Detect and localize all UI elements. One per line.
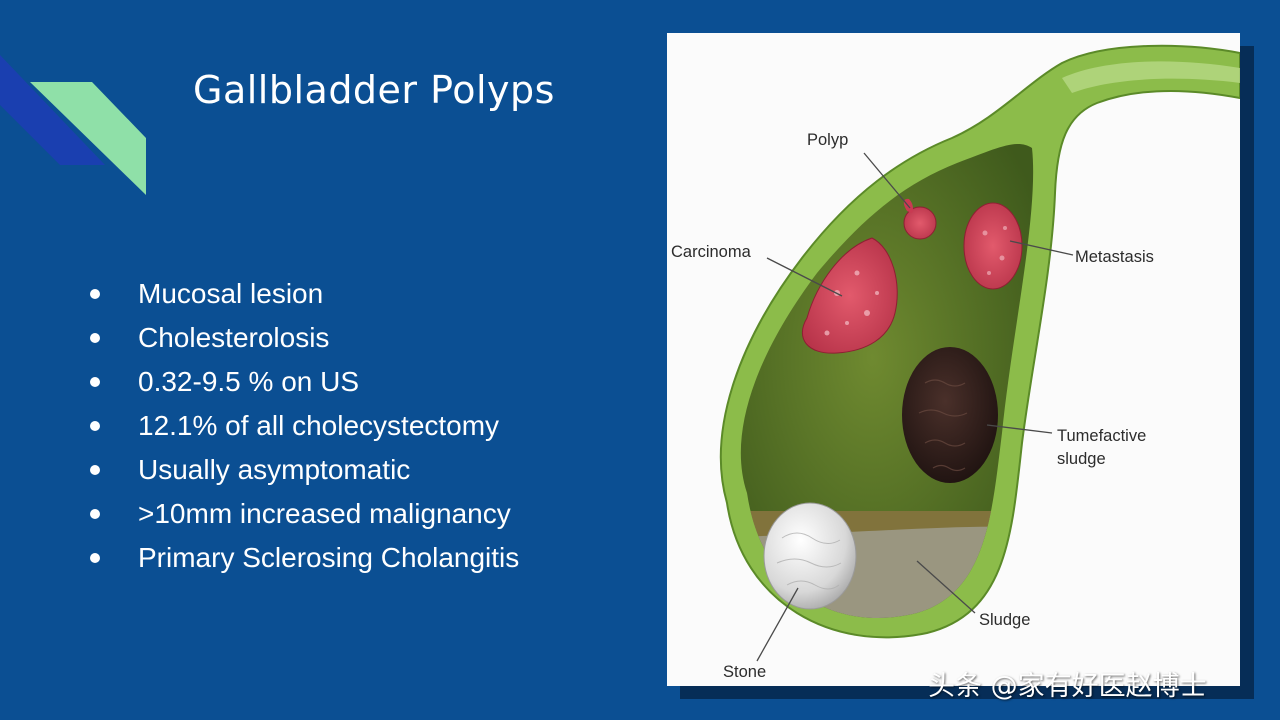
bullet-dot-icon bbox=[90, 377, 100, 387]
bullet-text: >10mm increased malignancy bbox=[138, 498, 511, 529]
label-polyp: Polyp bbox=[807, 131, 849, 149]
metastasis-lesion bbox=[963, 202, 1023, 290]
bullet-item: Usually asymptomatic bbox=[86, 448, 519, 492]
bullet-item: Cholesterolosis bbox=[86, 316, 519, 360]
watermark: 头条 @家有好医赵博士 bbox=[928, 671, 1207, 702]
label-carcinoma: Carcinoma bbox=[671, 243, 751, 261]
slide-title: Gallbladder Polyps bbox=[193, 68, 555, 112]
bullet-item: >10mm increased malignancy bbox=[86, 492, 519, 536]
bullet-item: Mucosal lesion bbox=[86, 272, 519, 316]
label-metastasis: Metastasis bbox=[1075, 248, 1154, 266]
gallbladder-lumen bbox=[740, 143, 1034, 618]
bullet-list: Mucosal lesion Cholesterolosis 0.32-9.5 … bbox=[86, 272, 519, 580]
gallbladder-illustration: Polyp Carcinoma Metastasis Tumefactive s… bbox=[667, 33, 1240, 686]
bullet-dot-icon bbox=[90, 289, 100, 299]
bullet-text: Cholesterolosis bbox=[138, 322, 330, 353]
bullet-text: Usually asymptomatic bbox=[138, 454, 411, 485]
label-tumefactive-line1: Tumefactive bbox=[1057, 427, 1147, 445]
bullet-text: Mucosal lesion bbox=[138, 278, 324, 309]
bullet-item: 12.1% of all cholecystectomy bbox=[86, 404, 519, 448]
label-tumefactive-line2: sludge bbox=[1057, 450, 1106, 468]
bullet-text: 12.1% of all cholecystectomy bbox=[138, 410, 500, 441]
bullet-item: Primary Sclerosing Cholangitis bbox=[86, 536, 519, 580]
bullet-text: Primary Sclerosing Cholangitis bbox=[138, 542, 520, 573]
bullet-dot-icon bbox=[90, 509, 100, 519]
gallstone bbox=[763, 502, 857, 610]
carcinoma-lesion bbox=[801, 237, 898, 354]
bullet-dot-icon bbox=[90, 465, 100, 475]
bullet-dot-icon bbox=[90, 553, 100, 563]
polyp-lesion bbox=[903, 206, 937, 240]
bullet-dot-icon bbox=[90, 333, 100, 343]
gallbladder-drawing bbox=[719, 44, 1240, 662]
bullet-item: 0.32-9.5 % on US bbox=[86, 360, 519, 404]
bullet-dot-icon bbox=[90, 421, 100, 431]
label-stone: Stone bbox=[723, 663, 767, 681]
bullet-text: 0.32-9.5 % on US bbox=[138, 366, 360, 397]
label-sludge: Sludge bbox=[979, 611, 1031, 629]
corner-accent-shape bbox=[0, 55, 146, 195]
